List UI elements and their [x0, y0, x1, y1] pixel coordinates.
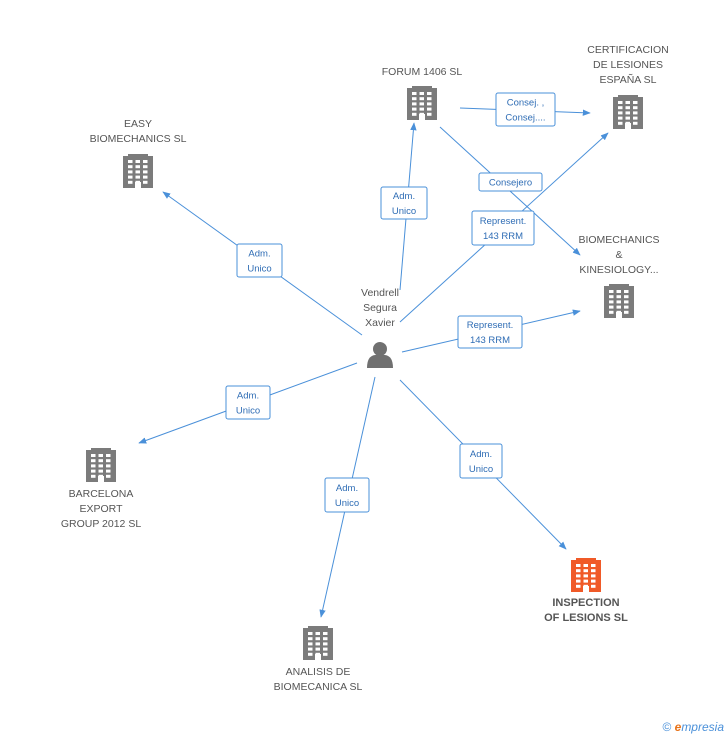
edge-label-e-inspection[interactable]: Adm.Unico: [459, 443, 503, 479]
edge-label-e-bio[interactable]: Represent.143 RRM: [457, 315, 523, 349]
edge-label-e-forum-cert[interactable]: Consej. ,Consej....: [495, 92, 556, 127]
company-label-forum: FORUM 1406 SL: [382, 66, 463, 78]
building-icon-biomechanics[interactable]: [604, 284, 634, 318]
edge-label-text: Adm.Unico: [392, 191, 416, 217]
edge-label-text: Represent.143 RRM: [480, 216, 526, 242]
edge-label-e-cert[interactable]: Represent.143 RRM: [471, 210, 535, 246]
person-icon[interactable]: [367, 342, 393, 368]
edge-label-text: Adm.Unico: [236, 391, 260, 417]
building-icon-easy[interactable]: [123, 154, 153, 188]
edge-label-text: Adm.Unico: [469, 449, 493, 475]
brand-e: e: [674, 720, 682, 734]
footer-brand[interactable]: © empresia: [662, 720, 724, 734]
building-icon-certificacion[interactable]: [613, 95, 643, 129]
edge-label-text: Adm.Unico: [247, 249, 271, 275]
copyright-symbol: ©: [662, 720, 672, 734]
edge-label-text: Consej. ,Consej....: [505, 98, 545, 124]
edge-label-e-forum-bio[interactable]: Consejero: [478, 172, 543, 192]
company-label-biomechanics: BIOMECHANICS&KINESIOLOGY...: [578, 234, 659, 276]
edge-label-e-analisis[interactable]: Adm.Unico: [324, 477, 370, 513]
edge-label-e-forum[interactable]: Adm.Unico: [380, 186, 428, 220]
edge-label-text: Represent.143 RRM: [467, 320, 513, 346]
building-icon-inspection[interactable]: [571, 558, 601, 592]
edge-label-e-barcelona[interactable]: Adm.Unico: [225, 385, 271, 420]
edge-label-text: Adm.Unico: [335, 483, 359, 509]
building-icon-forum[interactable]: [407, 86, 437, 120]
building-icon-analisis[interactable]: [303, 626, 333, 660]
brand-name: mpresia: [681, 720, 724, 734]
building-icon-barcelona[interactable]: [86, 448, 116, 482]
edge-labels-layer: Adm.Unico Consej. ,Consej.... ConsejeroRep…: [225, 92, 556, 513]
edge-label-text: Consejero: [489, 178, 532, 189]
edge-label-e-easy[interactable]: Adm.Unico: [236, 243, 283, 278]
